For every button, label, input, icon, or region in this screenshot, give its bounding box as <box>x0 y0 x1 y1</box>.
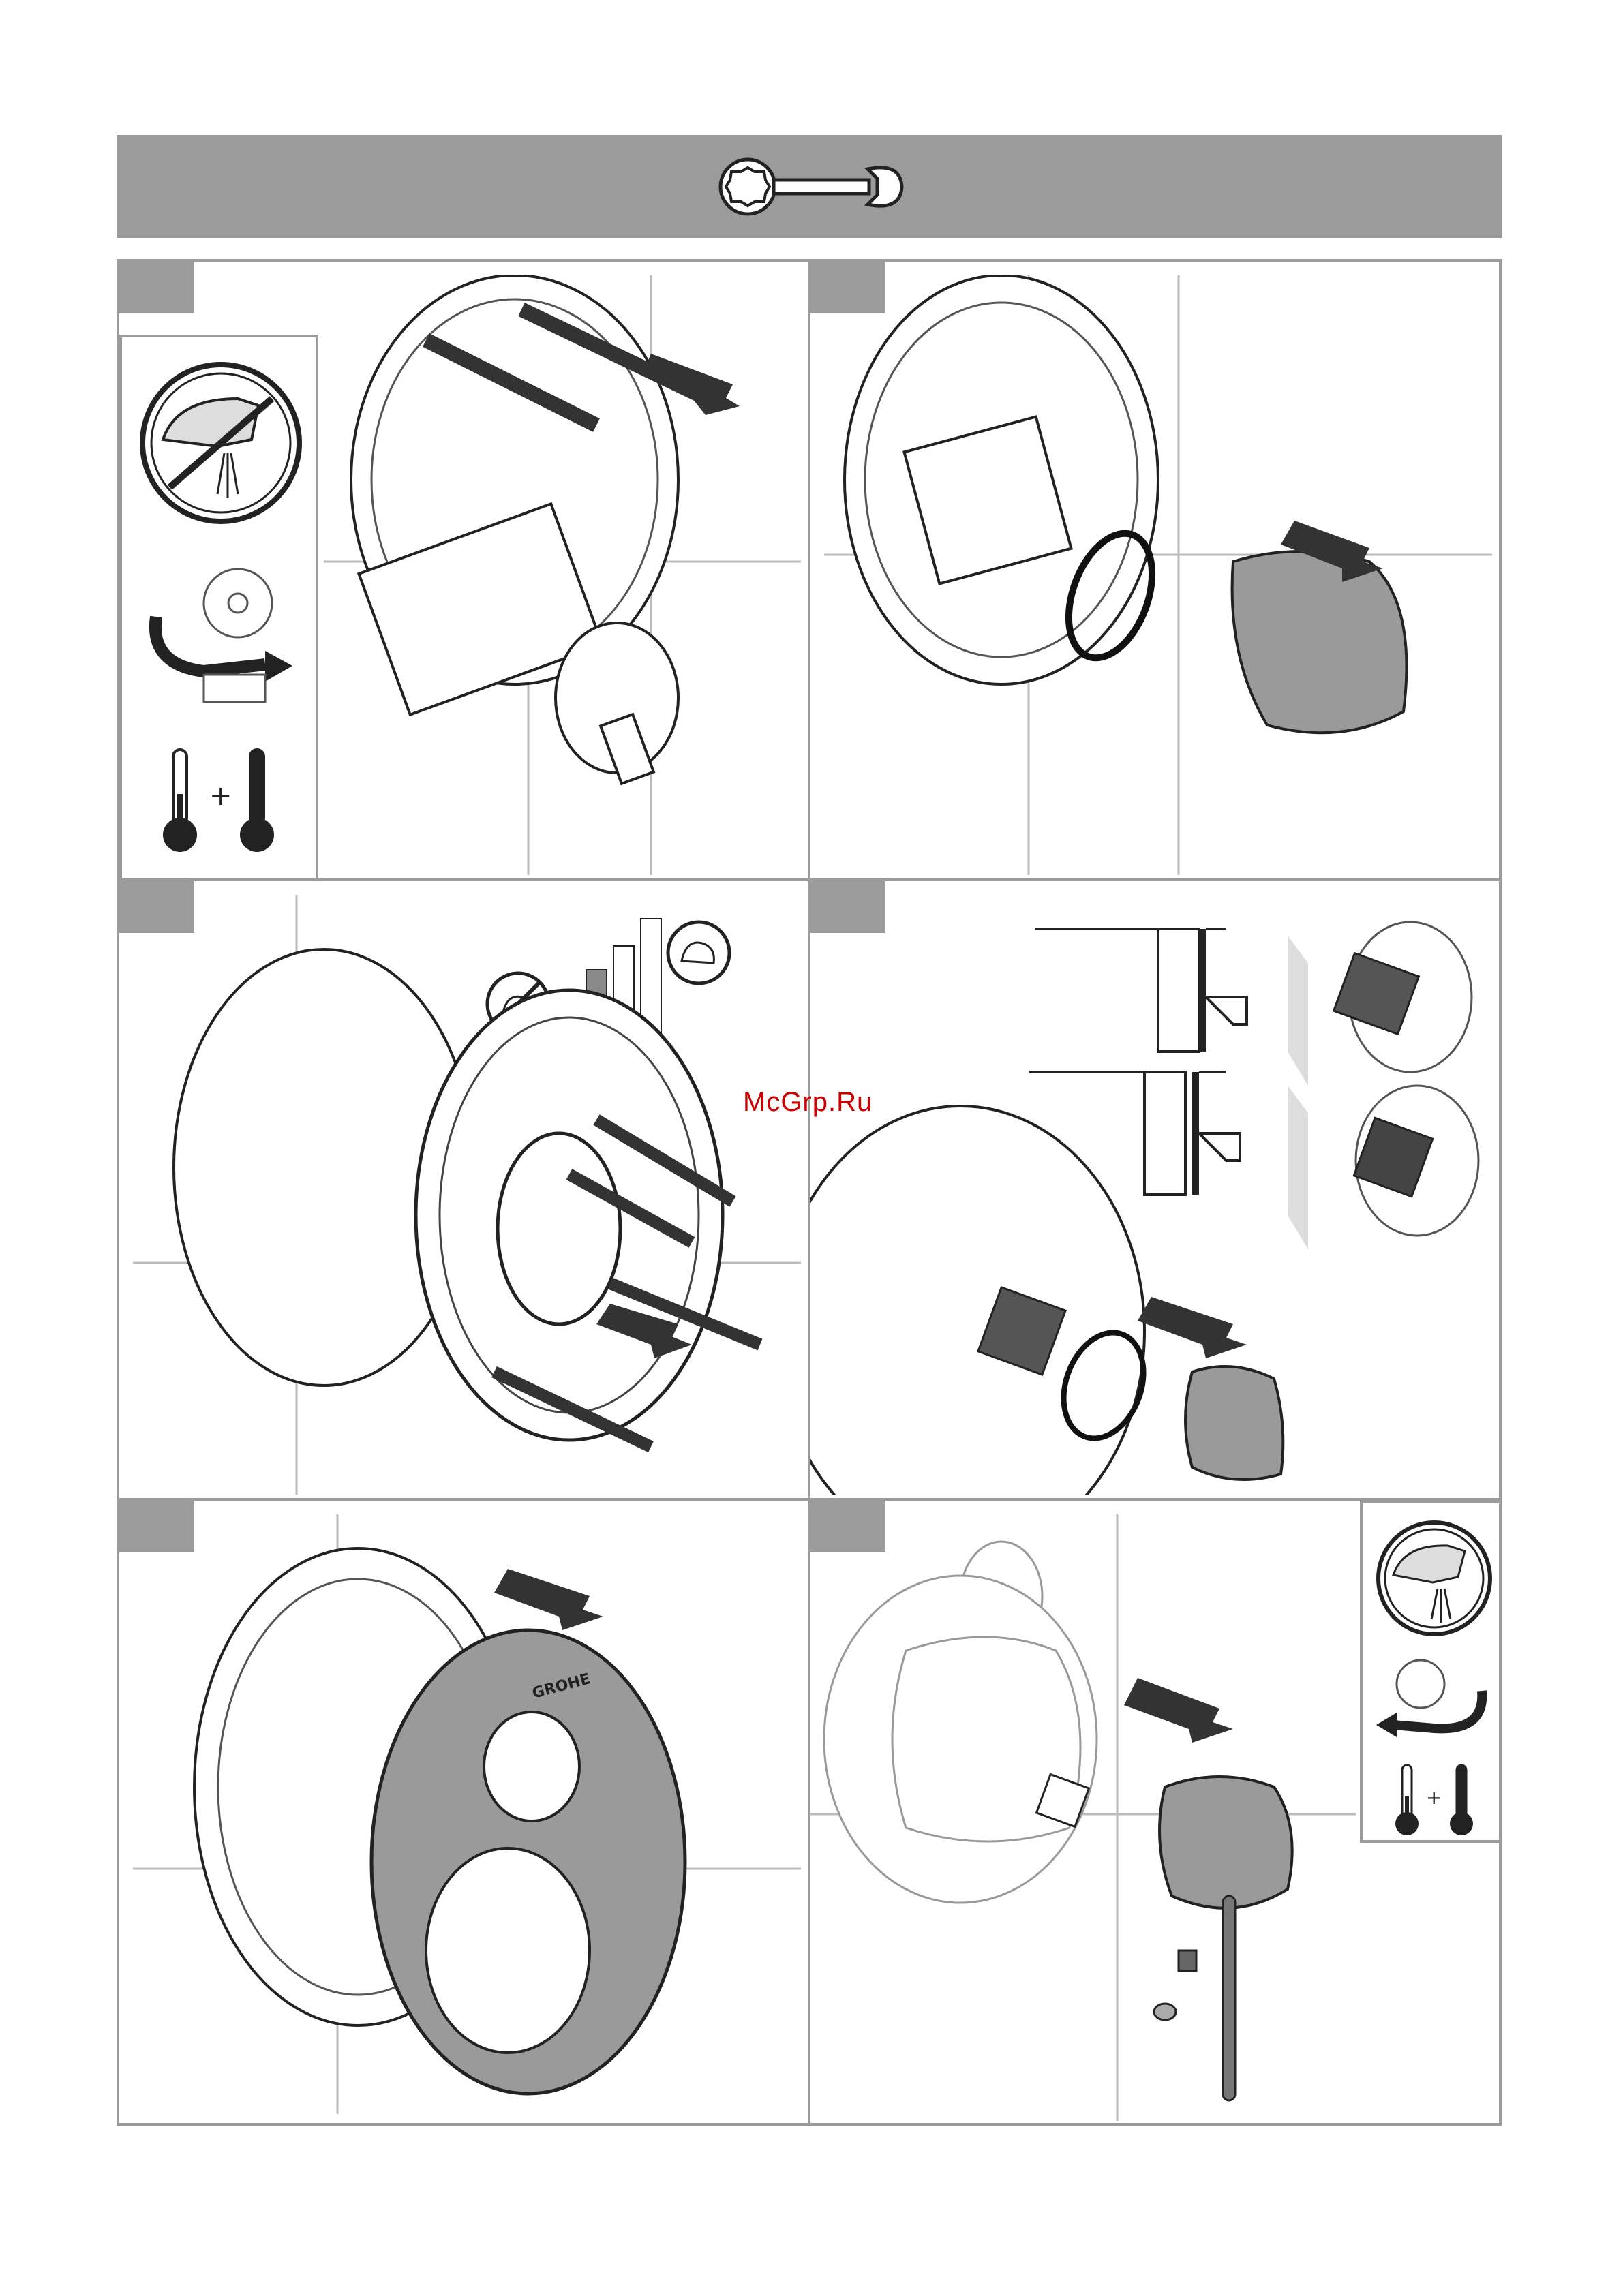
water-icon <box>1373 1517 1496 1640</box>
thermometer-icon <box>160 746 200 855</box>
no-water-icon <box>136 358 306 528</box>
side-info-box: + <box>119 335 318 881</box>
extension-illustration <box>810 895 1499 1495</box>
panel-extension <box>808 878 1502 1501</box>
panel-mounting-plate <box>117 878 810 1501</box>
plus-sign: + <box>209 780 232 812</box>
thermometer-icon <box>237 746 277 855</box>
cover-illustration <box>133 1514 801 2114</box>
valve-illustration <box>324 275 801 875</box>
plate-illustration <box>133 895 801 1495</box>
panel-sleeve <box>808 259 1502 881</box>
thermometer-icon <box>1393 1762 1421 1837</box>
plus-sign: + <box>1426 1786 1442 1809</box>
sleeve-illustration <box>824 275 1492 875</box>
panel-remove-screws: + <box>117 259 810 881</box>
header-bar <box>117 135 1502 238</box>
panel-cover-plate: GROHE <box>117 1498 810 2126</box>
handle-illustration <box>810 1514 1356 2121</box>
wrench-icon <box>716 155 907 218</box>
thermometer-icon <box>1448 1762 1475 1837</box>
panel-handle: + <box>808 1498 1502 2126</box>
step-tab <box>119 262 194 313</box>
turn-handle-icon <box>1373 1657 1496 1752</box>
turn-handle-icon <box>136 562 306 712</box>
watermark-text: McGrp.Ru <box>743 1087 873 1118</box>
side-info-box: + <box>1360 1501 1502 1843</box>
